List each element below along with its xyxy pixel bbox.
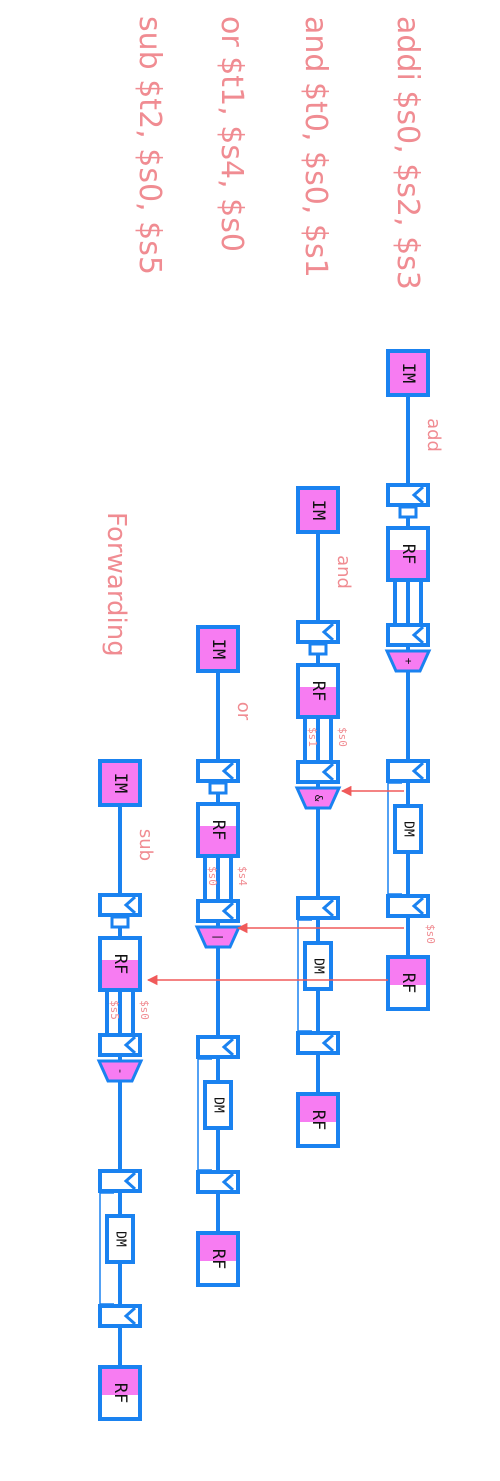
- register-clock-mark: [221, 1037, 234, 1057]
- alu-op-label: +: [402, 658, 415, 665]
- im-block: [386, 349, 430, 397]
- rf-port: [308, 642, 328, 656]
- mnemonic-label: or: [233, 702, 254, 721]
- rf-port: [398, 505, 418, 519]
- src2-label: $s0: [138, 1000, 151, 1020]
- rf-write-fill: [300, 1096, 336, 1122]
- register-clock-mark: [123, 1171, 136, 1191]
- dm-block: [393, 804, 423, 854]
- instruction-listing: addi $s0, $s2, $s3 and $t0, $s0, $s1 or …: [132, 16, 425, 290]
- im-label: IM: [398, 363, 418, 383]
- rf-read-fill: [390, 550, 426, 578]
- instruction-text-3: or $t1, $s4, $s0: [214, 16, 249, 252]
- src1-label: $s5: [108, 1000, 121, 1020]
- dm-label: DM: [113, 1231, 128, 1247]
- rf-write-label: RF: [208, 1249, 228, 1269]
- forwarding-paths: [146, 785, 404, 986]
- im-label: IM: [308, 500, 328, 520]
- rf-read-fill: [102, 960, 138, 988]
- instruction-text-1: addi $s0, $s2, $s3: [390, 16, 425, 290]
- src1-label: $s0: [206, 866, 219, 886]
- src2-label: $s0: [336, 727, 349, 747]
- register-clock-mark: [123, 1035, 136, 1055]
- mnemonic-label: sub: [135, 829, 156, 861]
- alu-op-label: |: [212, 934, 225, 941]
- writeback-label: $s0: [424, 924, 437, 944]
- im-label: IM: [110, 773, 130, 793]
- mnemonic-label: add: [423, 418, 444, 452]
- pipelines: IMaddRF+DMRF$s0IMandRF$s1$s0&DMRFIMorRF$…: [96, 349, 444, 1421]
- dm-bypass-wire: [99, 1192, 114, 1305]
- register-clock-mark: [411, 625, 424, 645]
- src2-label: $s4: [236, 866, 249, 886]
- im-block: [98, 759, 142, 807]
- rf-read-fill: [300, 687, 336, 715]
- rf-write-label: RF: [398, 973, 418, 993]
- register-clock-mark: [221, 761, 234, 781]
- rf-write-label: RF: [308, 1110, 328, 1130]
- dm-block: [105, 1214, 135, 1264]
- dm-block: [203, 1080, 233, 1130]
- alu-block: [96, 1059, 144, 1083]
- rf-read-label: RF: [398, 544, 418, 564]
- im-block: [296, 486, 340, 534]
- rf-write-label: RF: [110, 1383, 130, 1403]
- register-clock-mark: [411, 485, 424, 505]
- im-label: IM: [208, 639, 228, 659]
- instruction-text-4: sub $t2, $s0, $s5: [132, 16, 167, 275]
- register-clock-mark: [321, 622, 334, 642]
- alu-block: [194, 925, 242, 949]
- rf-read-fill: [200, 826, 236, 854]
- register-clock-mark: [221, 1172, 234, 1192]
- dm-bypass-wire: [197, 1058, 212, 1171]
- dm-label: DM: [211, 1097, 226, 1113]
- rf-read-label: RF: [308, 681, 328, 701]
- alu-block: [384, 649, 432, 673]
- src1-label: $s1: [306, 727, 319, 747]
- instruction-text-2: and $t0, $s0, $s1: [298, 16, 333, 278]
- rf-read-label: RF: [208, 820, 228, 840]
- register-clock-mark: [321, 898, 334, 918]
- rf-write-fill: [200, 1235, 236, 1261]
- register-clock-mark: [321, 762, 334, 782]
- alu-block: [294, 786, 342, 810]
- rf-port: [208, 781, 228, 795]
- rf-port: [110, 915, 130, 929]
- register-clock-mark: [321, 1033, 334, 1053]
- im-block: [196, 625, 240, 673]
- register-clock-mark: [411, 896, 424, 916]
- dm-bypass-wire: [297, 919, 312, 1032]
- register-clock-mark: [123, 1306, 136, 1326]
- dm-label: DM: [401, 821, 416, 837]
- register-clock-mark: [411, 761, 424, 781]
- rf-write-fill: [390, 959, 426, 985]
- rf-write-fill: [102, 1369, 138, 1395]
- alu-op-label: -: [114, 1068, 127, 1075]
- register-clock-mark: [221, 901, 234, 921]
- dm-label: DM: [311, 958, 326, 974]
- rf-read-label: RF: [110, 954, 130, 974]
- mnemonic-label: and: [333, 555, 354, 589]
- alu-op-label: &: [312, 795, 325, 802]
- dm-bypass-wire: [387, 782, 402, 895]
- register-clock-mark: [123, 895, 136, 915]
- forwarding-title: Forwarding: [101, 512, 131, 657]
- dm-block: [303, 941, 333, 991]
